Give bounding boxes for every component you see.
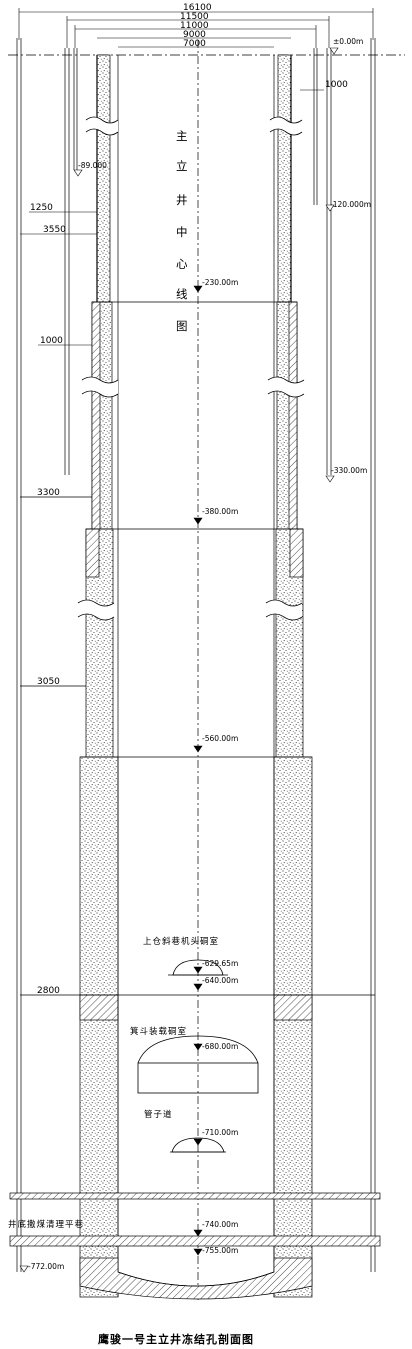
center-label-char: 井: [176, 193, 188, 207]
center-label-char: 立: [176, 159, 188, 173]
dim-3050: 3050: [37, 677, 60, 687]
freeze-holes: [16, 38, 376, 1272]
dim-16100: 16100: [183, 3, 212, 13]
center-label-char: 中: [176, 225, 188, 239]
chamber-skip-loading: 箕斗装载硐室: [130, 1026, 187, 1037]
chamber-pipe-way: 管子道: [144, 1109, 173, 1120]
level-629: -629.65m: [202, 959, 238, 968]
level-740: -740.00m: [202, 1220, 238, 1229]
chambers: [137, 959, 259, 1153]
level-89: -89.000: [78, 161, 107, 170]
level-lines: [20, 301, 375, 996]
dim-1250: 1250: [30, 203, 53, 213]
level-330: -330.00m: [331, 466, 367, 475]
dim-9000: 9000: [183, 30, 206, 40]
dim-2800: 2800: [37, 986, 60, 996]
level-755: -755.00m: [202, 1246, 238, 1255]
dim-1000-right: 1000: [325, 80, 348, 90]
dim-1000-left: 1000: [40, 336, 63, 346]
center-label-char: 线: [176, 287, 188, 301]
top-dimensions: [18, 8, 374, 48]
center-label-char: 心: [176, 257, 188, 271]
level-640: -640.00m: [202, 976, 238, 985]
chamber-sump-roadway: 井底撒煤清理平巷: [8, 1219, 84, 1230]
level-230: -230.00m: [202, 278, 238, 287]
dim-3300: 3300: [37, 488, 60, 498]
chamber-upper-belt: 上仓斜巷机头硐室: [143, 936, 219, 947]
level-markers: [19, 47, 339, 1273]
dim-11500: 11500: [180, 12, 209, 22]
level-680: -680.00m: [202, 1042, 238, 1051]
level-710: -710.00m: [202, 1128, 238, 1137]
level-772: -772.00m: [28, 1262, 64, 1271]
level-560: -560.00m: [202, 734, 238, 743]
level-top: ±0.00m: [333, 37, 363, 46]
center-line-label: 主 立 井 中 心 线 图: [176, 129, 188, 333]
drawing-caption: 鹰骏一号主立井冻结孔剖面图: [98, 1332, 254, 1346]
break-marks: [77, 116, 305, 621]
dim-7000: 7000: [183, 39, 206, 49]
dim-11000: 11000: [180, 21, 209, 31]
level-120: -120.000m: [330, 200, 371, 209]
center-label-char: 主: [176, 129, 188, 143]
center-label-char: 图: [176, 319, 188, 333]
dim-3550: 3550: [43, 225, 66, 235]
shaft-lining: [79, 54, 313, 1298]
level-380: -380.00m: [202, 507, 238, 516]
bottom-structures: [9, 1192, 381, 1300]
